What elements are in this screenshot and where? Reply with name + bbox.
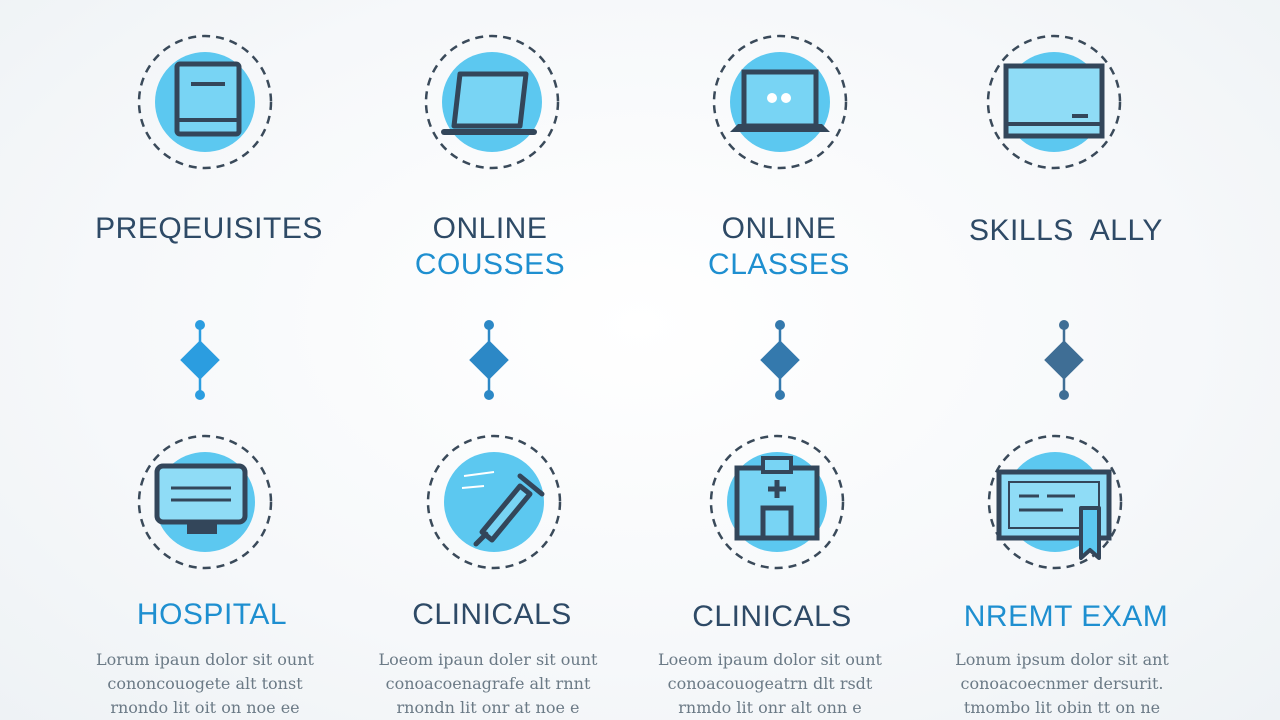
step-label: PREQEUISITES: [95, 212, 323, 245]
description-line: rnondn lit onr at noe e: [396, 698, 580, 717]
timeline: [0, 320, 1280, 400]
step-label-line2: COUSSES: [414, 248, 566, 281]
timeline-marker-4: [1044, 320, 1084, 400]
step-label-line1: ONLINE: [432, 212, 548, 245]
description-line: rnondo lit oit on noe ee: [110, 698, 300, 717]
step-label: CLINICALS: [412, 598, 572, 631]
step-label: CLINICALS: [692, 600, 852, 633]
certificate-icon: [985, 432, 1125, 572]
step-label-line1: ONLINE: [721, 212, 837, 245]
description-line: conoacoecnmer dersurit.: [960, 674, 1164, 693]
syringe-icon: [424, 432, 564, 572]
step-description: Loeom ipaum dolor sit ount conoacouogeat…: [640, 648, 900, 720]
step-description: Lorum ipaun dolor sit ount cononcouogete…: [75, 648, 335, 720]
laptop-icon: [710, 32, 850, 172]
step-label: HOSPITAL: [136, 598, 288, 631]
step-label-line2: CLASSES: [708, 248, 850, 281]
description-line: Loeom ipaun doler sit ount: [378, 650, 598, 669]
description-line: Lonum ipsum dolor sit ant: [955, 650, 1169, 669]
step-label: SKILLS ALLY: [969, 214, 1163, 247]
monitor-icon: [135, 432, 275, 572]
description-line: Loeom ipaum dolor sit ount: [658, 650, 882, 669]
step-label: ONLINE CLASSES: [649, 211, 909, 283]
description-line: conoacoenagrafe alt rnnt: [385, 674, 591, 693]
step-description: Lonum ipsum dolor sit ant conoacoecnmer …: [932, 648, 1192, 720]
description-line: Lorum ipaun dolor sit ount: [96, 650, 314, 669]
step-description: Loeom ipaun doler sit ount conoacoenagra…: [358, 648, 618, 720]
timeline-marker-1: [180, 320, 220, 400]
timeline-marker-3: [760, 320, 800, 400]
hospital-building-icon: [707, 432, 847, 572]
step-label: NREMT EXAM: [963, 600, 1169, 633]
description-line: rnmdo lit onr alt onn e: [678, 698, 862, 717]
step-label: ONLINE COUSSES: [360, 211, 620, 283]
description-line: cononcouogete alt tonst: [107, 674, 303, 693]
description-line: conoacouogeatrn dlt rsdt: [667, 674, 873, 693]
monitor-icon: [984, 32, 1124, 172]
description-line: tmombo lit obin tt on ne: [963, 698, 1161, 717]
book-icon: [135, 32, 275, 172]
laptop-icon: [422, 32, 562, 172]
timeline-marker-2: [469, 320, 509, 400]
